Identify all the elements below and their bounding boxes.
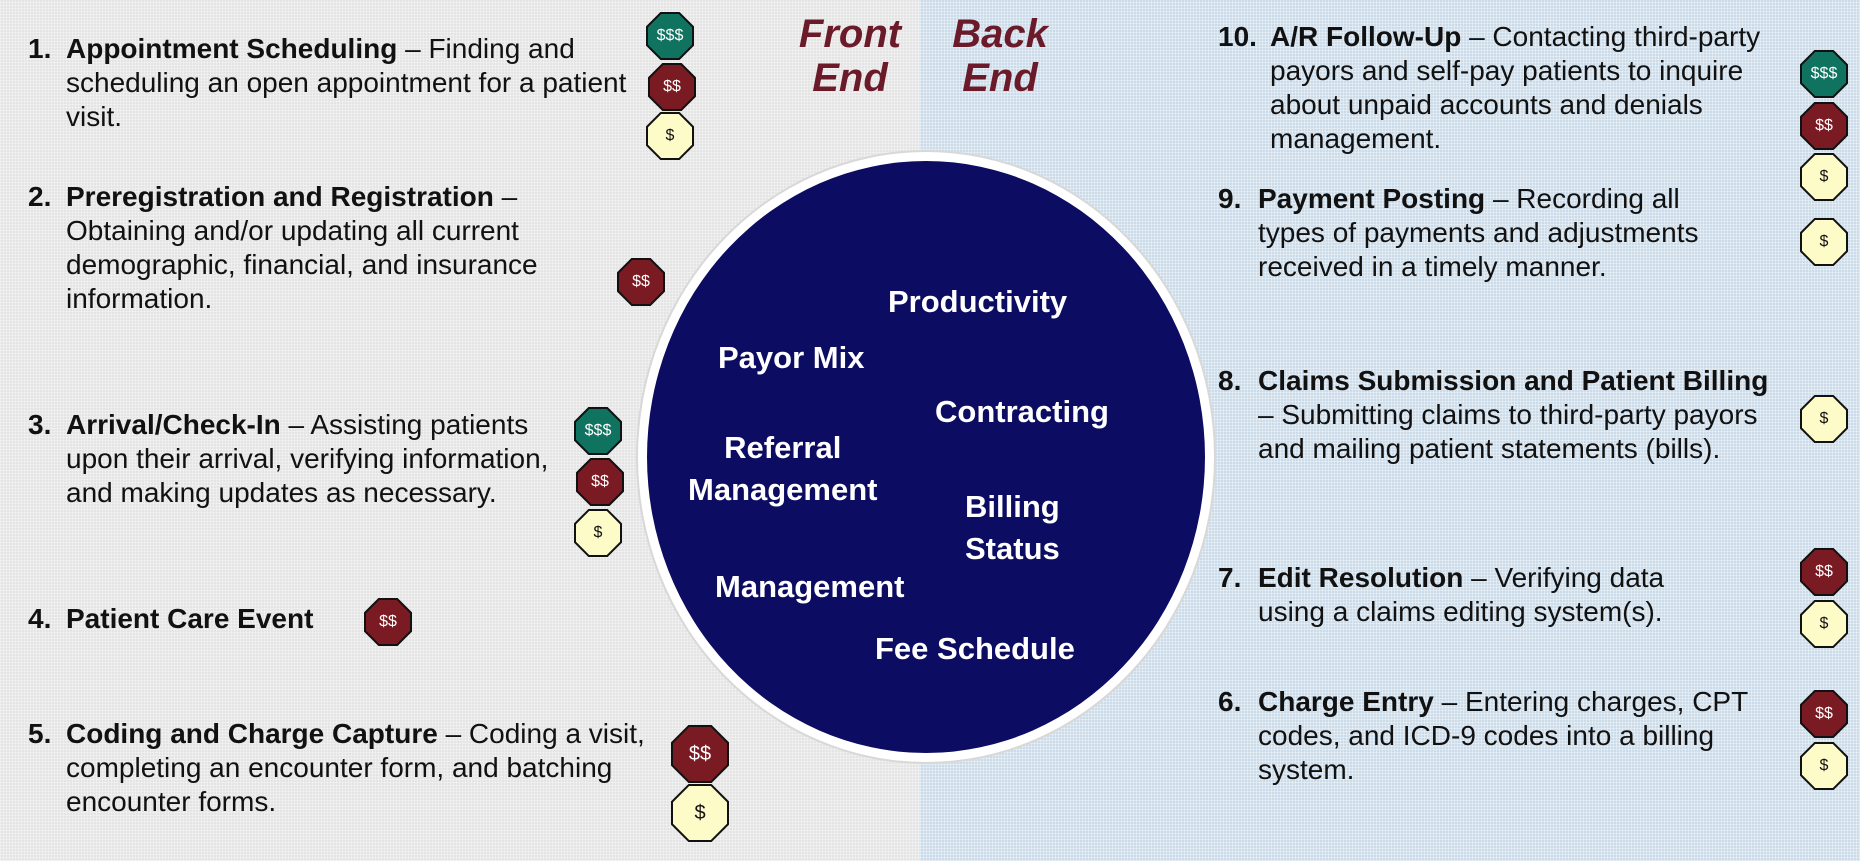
badge-low: $ [1800, 218, 1848, 266]
step-description: – Obtaining and/or updating all current … [66, 181, 538, 314]
circle-item-payor-mix: Payor Mix [718, 340, 865, 375]
step-title: Appointment Scheduling [66, 33, 398, 64]
circle-item-billing-status: Billing Status [965, 489, 1060, 566]
badge-medium: $$ [1800, 102, 1848, 150]
badge-low: $ [1800, 153, 1848, 201]
back-end-heading: Back End [952, 12, 1048, 100]
step-number: 2. [28, 181, 52, 212]
badge-low: $ [646, 112, 694, 160]
circle-item-fee-schedule: Fee Schedule [875, 631, 1075, 666]
step-patient-care-event: 4. Patient Care Event [28, 602, 388, 636]
step-title: Coding and Charge Capture [66, 718, 438, 749]
badge-high: $$$ [1800, 50, 1848, 98]
step-number: 5. [28, 718, 52, 749]
front-end-heading: Front End [798, 12, 902, 100]
step-description: – Contacting third-party payors and self… [1270, 21, 1761, 154]
step-description: – Finding and scheduling an open appoint… [66, 33, 627, 132]
badge-low: $ [1800, 395, 1848, 443]
step-charge-entry: 6. Charge Entry – Entering charges, CPT … [1218, 685, 1778, 787]
step-number: 6. [1218, 686, 1242, 717]
step-appointment-scheduling: 1. Appointment Scheduling – Finding and … [28, 32, 638, 134]
badge-high: $$$ [646, 12, 694, 60]
step-number: 1. [28, 33, 52, 64]
step-title: A/R Follow-Up [1270, 21, 1462, 52]
badge-medium: $$ [1800, 690, 1848, 738]
step-description: – Recording all types of payments and ad… [1258, 183, 1699, 282]
step-number: 10. [1218, 21, 1257, 52]
step-edit-resolution: 7. Edit Resolution – Verifying data usin… [1218, 561, 1738, 629]
step-title: Patient Care Event [66, 603, 314, 634]
circle-item-contracting: Contracting [935, 394, 1109, 429]
badge-low: $ [1800, 600, 1848, 648]
badge-high: $$$ [574, 407, 622, 455]
revenue-cycle-circle [638, 152, 1214, 762]
badge-medium: $$ [576, 458, 624, 506]
step-claims-submission: 8. Claims Submission and Patient Billing… [1218, 364, 1788, 466]
circle-item-referral-management: Referral Management [688, 430, 878, 507]
step-title: Edit Resolution [1258, 562, 1464, 593]
step-payment-posting: 9. Payment Posting – Recording all types… [1218, 182, 1728, 284]
step-number: 4. [28, 603, 52, 634]
step-description: – Coding a visit, completing an encounte… [66, 718, 645, 817]
badge-low: $ [671, 784, 729, 842]
badge-medium: $$ [648, 63, 696, 111]
badge-medium: $$ [617, 258, 665, 306]
step-number: 8. [1218, 365, 1242, 396]
step-preregistration: 2. Preregistration and Registration – Ob… [28, 180, 588, 316]
badge-low: $ [1800, 742, 1848, 790]
step-ar-follow-up: 10. A/R Follow-Up – Contacting third-par… [1218, 20, 1768, 156]
step-description: – Submitting claims to third-party payor… [1258, 399, 1758, 464]
step-number: 9. [1218, 183, 1242, 214]
step-title: Arrival/Check-In [66, 409, 281, 440]
step-arrival-check-in: 3. Arrival/Check-In – Assisting patients… [28, 408, 568, 510]
step-number: 7. [1218, 562, 1242, 593]
step-title: Payment Posting [1258, 183, 1486, 214]
badge-medium: $$ [671, 725, 729, 783]
badge-medium: $$ [364, 598, 412, 646]
step-description: – Entering charges, CPT codes, and ICD-9… [1258, 686, 1748, 785]
step-description: – Verifying data using a claims editing … [1258, 562, 1665, 627]
step-title: Preregistration and Registration [66, 181, 494, 212]
step-coding-charge-capture: 5. Coding and Charge Capture – Coding a … [28, 717, 668, 819]
step-description: – Assisting patients upon their arrival,… [66, 409, 549, 508]
badge-low: $ [574, 509, 622, 557]
circle-item-management: Management [715, 569, 905, 604]
circle-item-productivity: Productivity [888, 284, 1068, 319]
step-title: Claims Submission and Patient Billing [1258, 365, 1769, 396]
badge-medium: $$ [1800, 548, 1848, 596]
step-title: Charge Entry [1258, 686, 1434, 717]
step-number: 3. [28, 409, 52, 440]
